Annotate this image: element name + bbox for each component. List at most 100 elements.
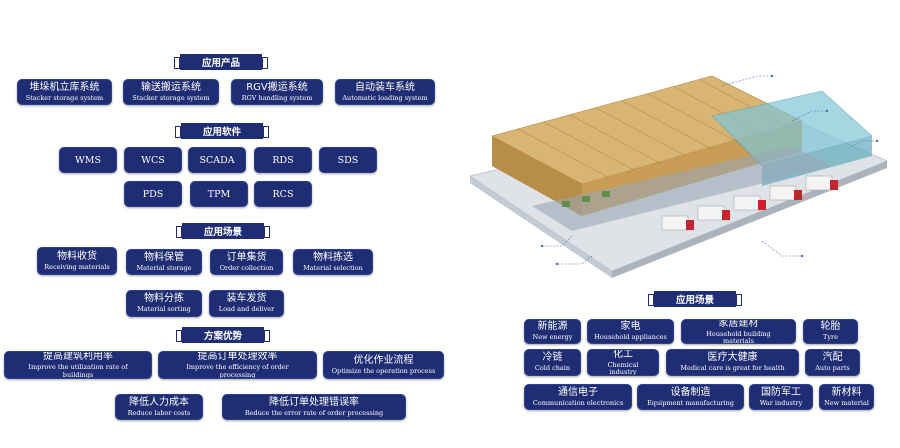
industry-communication[interactable]: 通信电子 Communication electronics [524,384,632,410]
industry-label: 冷链 [542,352,563,364]
advantage-error-rate[interactable]: 降低订单处理错误率 Reduce the error rate of order… [222,394,406,420]
software-label: SCADA [199,154,235,166]
product-label: RGV搬运系统 [246,81,308,93]
trucks [661,175,838,231]
scenario-storage[interactable]: 物料保管 Material storage [126,249,202,275]
industry-label: 新能源 [537,321,568,333]
product-label: 自动装车系统 [355,81,415,93]
software-label: SDS [337,154,359,166]
product-sublabel: Stacker storage system [132,93,210,102]
advantage-sublabel: Reduce labor costs [127,408,191,417]
scenarios-title: 应用场景 [176,223,270,239]
software-rcs[interactable]: RCS [254,181,312,207]
industry-new-energy[interactable]: 新能源 New energy [524,319,581,344]
industry-tyre[interactable]: 轮胎 Tyre [803,319,858,344]
industry-new-material[interactable]: 新材料 New material [819,384,874,410]
software-label: WCS [141,154,165,166]
advantage-sublabel: Reduce the error rate of order processin… [244,408,384,417]
advantage-order-efficiency[interactable]: 提高订单处理效率 Improve the efficiency of order… [158,351,317,379]
industry-label: 新材料 [831,386,862,398]
industry-war[interactable]: 国防军工 War industry [749,384,813,410]
industry-sublabel: Cold chain [534,364,571,373]
industry-auto-parts[interactable]: 汽配 Auto parts [805,349,860,376]
industry-sublabel: Communication electronics [532,398,624,407]
product-sublabel: RGV handling system [241,93,313,102]
industry-sublabel: Equipment manufacturing [647,398,734,407]
software-wcs[interactable]: WCS [124,147,182,173]
product-rgv[interactable]: RGV搬运系统 RGV handling system [231,79,323,105]
advantage-sublabel: Improve the utilization rate of building… [28,363,128,379]
industry-chemical[interactable]: 化工 Chemical industry [587,349,659,376]
scenario-sorting[interactable]: 物料分拣 Material sorting [126,290,202,317]
product-sublabel: Stacker storage system [25,93,104,102]
industry-sublabel: War industry [759,398,803,407]
industry-label: 家电 [620,321,641,333]
industry-appliances[interactable]: 家电 Household appliances [587,319,674,344]
scenario-label: 物料保管 [144,251,184,263]
warehouse-illustration [469,74,889,278]
industry-sublabel: Chemical industry [607,360,639,376]
advantages-title: 方案优势 [176,327,270,343]
right-scenarios-title: 应用场景 [648,291,742,307]
software-sds[interactable]: SDS [319,147,377,173]
scenario-selection[interactable]: 物料拣选 Material selection [293,249,373,275]
scenario-label: 物料拣选 [313,251,353,263]
product-label: 堆垛机立库系统 [29,81,100,93]
software-wms[interactable]: WMS [59,147,117,173]
scenario-loading[interactable]: 装车发货 Load and deliver [209,290,284,317]
advantage-label: 降低订单处理错误率 [269,396,359,408]
software-label: RDS [272,154,294,166]
industry-sublabel: New material [824,398,869,407]
advantage-label: 优化作业流程 [353,354,414,366]
industry-label: 化工 [613,349,633,360]
product-label: 输送搬运系统 [141,81,201,93]
scenario-label: 装车发货 [226,293,267,305]
industry-label: 轮胎 [820,321,841,333]
mezzanine [532,146,832,231]
industry-sublabel: Auto parts [815,364,850,373]
industry-medical[interactable]: 医疗大健康 Medical care is great for health [666,349,799,376]
software-label: WMS [75,154,101,166]
industry-label: 家居建材 [718,319,759,329]
advantage-label: 降低人力成本 [129,396,189,408]
scenario-label: 物料收货 [57,250,97,262]
industry-label: 设备制造 [670,386,711,398]
industry-building-materials[interactable]: 家居建材 Household building materials [681,319,796,344]
industry-sublabel: Medical care is great for health [680,364,785,373]
scenario-sublabel: Material sorting [137,305,191,314]
advantage-labor-cost[interactable]: 降低人力成本 Reduce labor costs [115,394,203,420]
industry-label: 国防军工 [761,386,801,398]
advantage-building-utilization[interactable]: 提高建筑利用率 Improve the utilization rate of … [4,351,152,379]
software-tpm[interactable]: TPM [190,181,248,207]
scenario-sublabel: Load and deliver [218,305,275,314]
product-autoload[interactable]: 自动装车系统 Automatic loading system [335,79,435,105]
advantage-process-optimize[interactable]: 优化作业流程 Optimize the operation process [323,351,444,379]
software-label: PDS [142,188,164,200]
scenario-receiving[interactable]: 物料收货 Receiving materials [37,247,117,275]
industry-sublabel: Household appliances [594,333,667,342]
industry-cold-chain[interactable]: 冷链 Cold chain [524,349,581,376]
rack-front [492,136,582,216]
scenario-label: 物料分拣 [144,293,184,305]
industry-equipment[interactable]: 设备制造 Equipment manufacturing [637,384,744,410]
scenario-collection[interactable]: 订单集货 Order collection [210,249,283,275]
industry-label: 通信电子 [558,386,598,398]
industry-label: 医疗大健康 [707,352,758,364]
industry-sublabel: Household building materials [706,329,771,344]
advantage-sublabel: Optimize the operation process [331,366,436,375]
product-stacker[interactable]: 堆垛机立库系统 Stacker storage system [17,79,112,105]
software-rds[interactable]: RDS [254,147,312,173]
software-label: RCS [272,188,294,200]
products-title: 应用产品 [174,54,268,70]
industry-sublabel: New energy [532,333,573,342]
scenario-sublabel: Order collection [219,263,274,272]
product-sublabel: Automatic loading system [342,93,428,102]
product-conveyor[interactable]: 输送搬运系统 Stacker storage system [123,79,219,105]
scenario-sublabel: Material selection [303,263,363,272]
software-label: TPM [207,188,231,200]
software-pds[interactable]: PDS [124,181,182,207]
advantage-label: 提高订单处理效率 [197,351,278,362]
software-scada[interactable]: SCADA [188,147,246,173]
industry-sublabel: Tyre [823,333,838,342]
industry-label: 汽配 [822,352,843,364]
